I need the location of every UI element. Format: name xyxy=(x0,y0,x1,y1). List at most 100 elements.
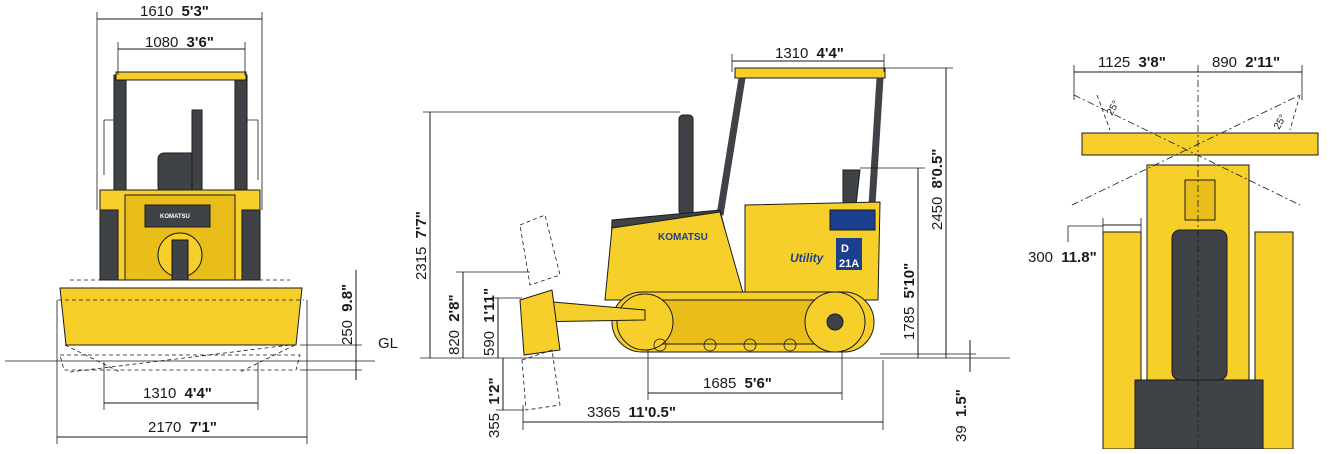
side-overall-height-mm: 2450 xyxy=(929,197,946,230)
side-ground-clearance-ft: 1.5" xyxy=(953,389,970,417)
side-overall-length-ft: 11'0.5" xyxy=(629,404,676,421)
side-track-ground-mm: 1685 xyxy=(703,375,736,392)
side-track-ground-ft: 5'6" xyxy=(745,375,772,392)
side-canopy-length-text: 1310 4'4" xyxy=(775,45,844,62)
front-blade-width-text: 2170 7'1" xyxy=(148,419,217,436)
top-right-offset-mm: 890 xyxy=(1212,54,1237,71)
front-blade-lift-mm: 250 xyxy=(339,320,356,345)
side-max-drop-mm: 355 xyxy=(486,413,503,438)
side-exhaust-height-mm: 2315 xyxy=(413,247,430,280)
front-canopy-width-text: 1080 3'6" xyxy=(145,34,214,51)
roller xyxy=(743,338,757,352)
side-overall-length-text: 3365 11'0.5" xyxy=(587,404,676,421)
side-blade-height-mm: 590 xyxy=(481,331,498,356)
blade-top xyxy=(1081,132,1319,156)
side-overall-length-mm: 3365 xyxy=(587,404,620,421)
side-max-drop-ft: 1'2" xyxy=(486,377,503,404)
front-blade-lift-ft: 9.8" xyxy=(339,284,356,312)
front-blade-width-ft: 7'1" xyxy=(190,419,217,436)
track-right-front xyxy=(241,209,261,281)
side-overall-height-text: 2450 8'0.5" xyxy=(929,149,946,230)
grab-handles xyxy=(103,119,259,180)
front-lift-cylinder xyxy=(171,239,189,281)
ground-label: GL xyxy=(378,335,398,352)
roller xyxy=(653,338,667,352)
side-hood-height-mm: 1785 xyxy=(901,307,918,340)
front-blade-lift-text: 250 9.8" xyxy=(339,284,356,345)
side-hood-height-ft: 5'10" xyxy=(901,263,918,299)
front-track-gauge-text: 1310 4'4" xyxy=(143,385,212,402)
front-view: KOMATSU 1610 5'3" 1080 3'6" 1310 4'4" xyxy=(5,3,398,444)
exhaust-front xyxy=(191,109,203,201)
front-track-gauge-ft: 4'4" xyxy=(185,385,212,402)
front-overall-width-ft: 5'3" xyxy=(182,3,209,20)
engine-cover-top xyxy=(1184,179,1216,221)
sprocket-hub xyxy=(826,313,844,331)
angle-right-label: 25° xyxy=(1272,113,1289,132)
hood-brand-label: KOMATSU xyxy=(658,232,708,243)
roller xyxy=(703,338,717,352)
top-shoe-width-mm: 300 xyxy=(1028,249,1053,266)
side-view: KOMATSU Utility D 21A 1310 4'4" xyxy=(413,45,1010,442)
operator-deck-top xyxy=(1171,229,1228,381)
side-exhaust-height-text: 2315 7'7" xyxy=(413,211,430,280)
side-max-drop-text: 355 1'2" xyxy=(486,377,503,438)
angle-arc-guides xyxy=(1096,94,1301,131)
top-right-offset-ft: 2'11" xyxy=(1245,54,1280,71)
top-shoe-width-text: 300 11.8" xyxy=(1028,249,1097,266)
canopy-roof-front xyxy=(115,71,247,81)
side-exhaust-height-ft: 7'7" xyxy=(413,211,430,238)
rear-dark-top xyxy=(1134,379,1264,450)
side-canopy-length-ft: 4'4" xyxy=(817,45,844,62)
blade-front xyxy=(59,287,303,346)
side-decal xyxy=(829,209,876,231)
top-view: 25° 25° 1125 3'8" 890 2'11" 300 11.8" xyxy=(1028,54,1319,450)
top-right-offset-text: 890 2'11" xyxy=(1212,54,1280,71)
track-left-front xyxy=(99,209,119,281)
canopy-roof-side xyxy=(734,67,886,79)
front-canopy-width-ft: 3'6" xyxy=(187,34,214,51)
canopy-post-front-side xyxy=(716,77,746,216)
exhaust-stack-side xyxy=(678,114,694,216)
front-canopy-width-mm: 1080 xyxy=(145,34,178,51)
front-blade-width-mm: 2170 xyxy=(148,419,181,436)
shoe-width-leader xyxy=(1067,225,1103,242)
top-left-offset-mm: 1125 xyxy=(1098,54,1130,71)
side-max-lift-ft: 2'8" xyxy=(446,294,463,321)
model-badge xyxy=(836,238,862,270)
blade-tilt-lines xyxy=(64,279,296,373)
seat-back-side xyxy=(842,169,861,206)
model-badge-bottom: 21A xyxy=(839,258,859,270)
top-left-offset-ft: 3'8" xyxy=(1138,54,1165,71)
front-overall-width-text: 1610 5'3" xyxy=(140,3,209,20)
front-brand-label: KOMATSU xyxy=(160,214,190,220)
radiator-grille xyxy=(144,204,211,228)
side-ground-clearance-mm: 39 xyxy=(953,425,970,442)
idler-side xyxy=(616,293,674,351)
side-max-lift-text: 820 2'8" xyxy=(446,294,463,355)
blade-raised-outline xyxy=(519,214,561,286)
blade-lowered-outline-side xyxy=(521,349,561,411)
model-badge-top: D xyxy=(841,243,849,255)
side-ground-clearance-text: 39 1.5" xyxy=(953,389,970,442)
side-hood-height-text: 1785 5'10" xyxy=(901,263,918,340)
side-overall-height-ft: 8'0.5" xyxy=(929,149,946,189)
side-canopy-length-mm: 1310 xyxy=(775,45,808,62)
blade-angle-line-right xyxy=(1071,94,1301,206)
top-shoe-width-ft: 11.8" xyxy=(1061,249,1096,266)
blade-angle-line-left xyxy=(1073,94,1301,206)
series-label: Utility xyxy=(790,251,825,265)
top-left-offset-text: 1125 3'8" xyxy=(1098,54,1166,71)
blade-lowered-outline xyxy=(58,299,304,371)
side-blade-height-ft: 1'11" xyxy=(481,288,498,323)
front-overall-width-mm: 1610 xyxy=(140,3,173,20)
side-track-ground-text: 1685 5'6" xyxy=(703,375,772,392)
side-blade-height-text: 590 1'11" xyxy=(481,288,498,356)
roller xyxy=(783,338,797,352)
blade-side xyxy=(519,289,561,356)
front-track-gauge-mm: 1310 xyxy=(143,385,176,402)
side-max-lift-mm: 820 xyxy=(446,330,463,355)
angle-left-label: 25° xyxy=(1105,99,1122,118)
canopy-post-rear-side xyxy=(868,77,884,206)
